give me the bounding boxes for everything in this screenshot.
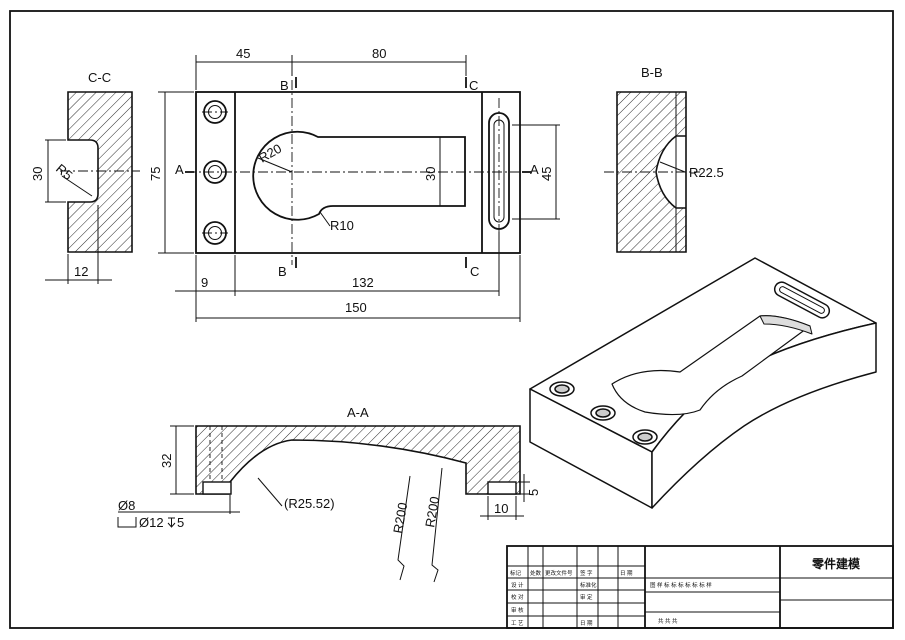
cc-dim-r5: R5	[53, 161, 75, 183]
title-block: 标记 处数 更改文件号 签 字 日 期 设 计 校 对 审 核 工 艺 标准化 …	[506, 545, 894, 629]
section-bb-hatch	[616, 91, 687, 253]
section-cc-title: C-C	[88, 70, 111, 85]
aa-dim-32: 32	[159, 454, 174, 468]
aa-dim-5: 5	[526, 489, 541, 496]
plan-dim-right-45: 45	[539, 167, 554, 181]
tb-rev-header-1: 处数	[530, 569, 542, 577]
isometric-view	[529, 257, 877, 509]
tb-row-3: 工 艺	[511, 620, 524, 627]
drawing-frame	[9, 10, 894, 629]
cut-mark-c-bottom: C	[470, 264, 479, 279]
plan-dim-30: 30	[423, 167, 438, 181]
aa-dim-depth: 5	[177, 515, 184, 530]
tb-title: 零件建模	[811, 556, 861, 571]
tb-row-1: 校 对	[511, 593, 524, 601]
cut-mark-a-left: A	[175, 162, 184, 177]
plan-view: A A B B C C 45 80 75 30 45 R20 R	[148, 46, 560, 322]
section-bb-title: B-B	[641, 65, 663, 80]
tb-sheet-label: 共 共 共	[658, 617, 678, 625]
tb-row-0: 设 计	[511, 581, 524, 589]
tb-rev-header-3: 签 字	[580, 569, 593, 577]
aa-dim-r200-b: R200	[422, 495, 442, 528]
tb-mid-1: 审 定	[580, 593, 593, 601]
tb-mid-0: 标准化	[580, 581, 597, 589]
cut-mark-a-right: A	[530, 162, 539, 177]
plan-outline	[195, 91, 521, 254]
cc-dim-12: 12	[74, 264, 88, 279]
plan-dim-r20: R20	[256, 141, 284, 166]
cut-mark-b-bottom: B	[278, 264, 287, 279]
tb-row-2: 审 核	[511, 606, 524, 614]
plan-dim-45: 45	[236, 46, 250, 61]
aa-dim-r2552: (R25.52)	[284, 496, 335, 511]
cut-mark-b-top: B	[280, 78, 289, 93]
section-bb-view: B-B R22.5	[604, 65, 724, 253]
section-cc-view: C-C 30 R5 12	[30, 70, 140, 284]
plan-dim-80: 80	[372, 46, 386, 61]
aa-dim-r200-a: R200	[390, 501, 410, 534]
aa-dim-cbore: Ø12	[139, 515, 164, 530]
section-aa-title: A-A	[347, 405, 369, 420]
tb-mid-2: 日 期	[580, 620, 593, 627]
tb-rev-header-2: 更改文件号	[545, 569, 573, 577]
section-aa-hatch	[195, 425, 521, 495]
tb-rev-header-4: 日 期	[620, 570, 633, 577]
plan-dim-75: 75	[148, 167, 163, 181]
plan-dim-r10: R10	[330, 218, 354, 233]
cc-dim-30: 30	[30, 167, 45, 181]
bb-dim-r225: R22.5	[689, 165, 724, 180]
tb-stage-label: 图 样 标 标 标 标 标 标 样	[650, 581, 712, 589]
aa-dim-10: 10	[494, 501, 508, 516]
cut-mark-c-top: C	[469, 78, 478, 93]
plan-dim-9: 9	[201, 275, 208, 290]
counterbored-holes	[203, 100, 227, 245]
section-cc-hatch	[67, 91, 133, 253]
plan-dim-150: 150	[345, 300, 367, 315]
plan-dim-132: 132	[352, 275, 374, 290]
aa-dim-d8: Ø8	[118, 498, 135, 513]
section-aa-view: A-A 32 5 10 (R25.52) R200 R200 Ø8 Ø12	[117, 405, 541, 583]
tb-rev-header-0: 标记	[510, 569, 522, 577]
keyhole-pocket	[252, 130, 466, 221]
